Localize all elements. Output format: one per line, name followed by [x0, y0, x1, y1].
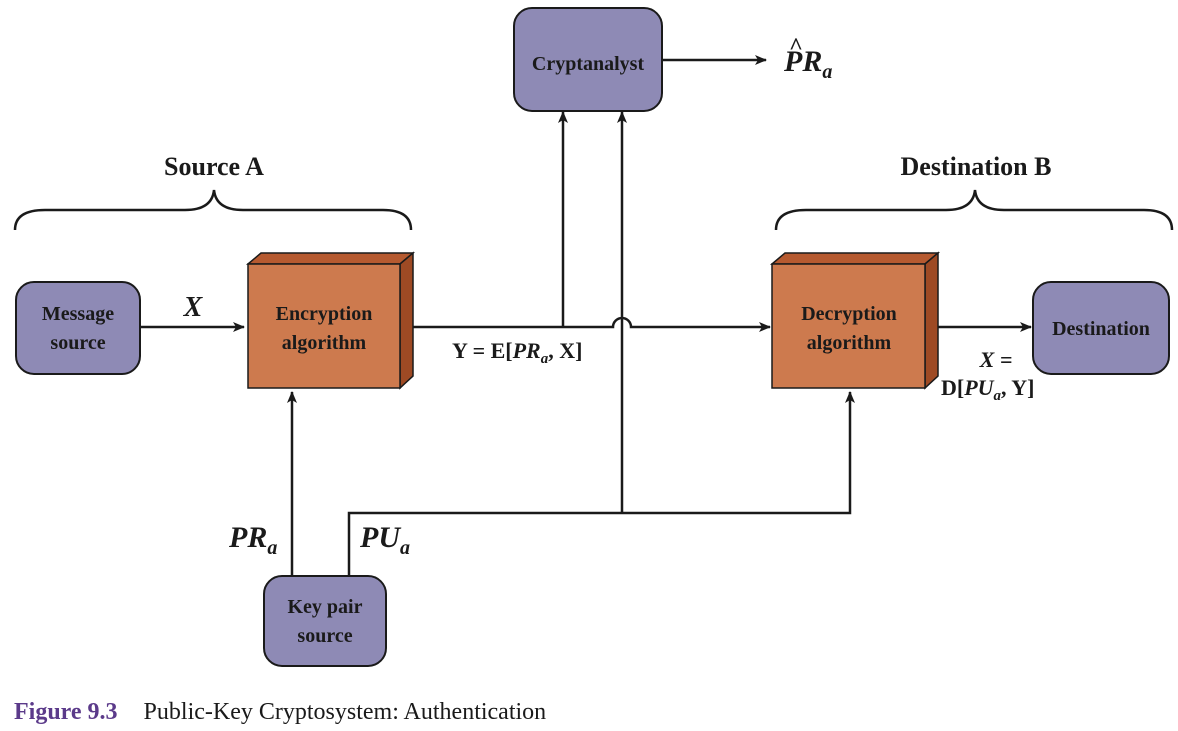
x-output-line2: D[PUa, Y] [941, 375, 1034, 404]
encryption-label-line2: algorithm [282, 332, 367, 354]
x-output-line1: X = [979, 347, 1013, 372]
figure-number: Figure 9.3 [14, 699, 118, 725]
arrow-pu-key [347, 391, 855, 576]
y-eq-sub: a [541, 351, 549, 367]
key-pair-label-line1: Key pair [288, 596, 363, 618]
pu-sub: a [400, 537, 410, 559]
estimated-key-label: PRa ^ [783, 34, 832, 83]
key-pair-source-box: Key pair source [263, 575, 387, 667]
y-eq-key: PR [512, 338, 541, 363]
arrow-ciphertext [413, 316, 771, 332]
pr-sub: a [267, 537, 277, 559]
destination-b-heading: Destination B [901, 152, 1052, 181]
estimate-sub: a [822, 61, 832, 83]
decryption-label-line1: Decryption [801, 303, 897, 325]
x-out-sub: a [994, 388, 1002, 404]
pr-key-label: PRa [228, 521, 277, 559]
y-eq-prefix: Y = E[ [452, 338, 513, 363]
decryption-label-line2: algorithm [807, 332, 892, 354]
encryption-algorithm-box: Encryption algorithm [245, 251, 416, 390]
estimate-hat: ^ [789, 34, 803, 60]
pr-key: PR [228, 521, 267, 554]
cryptanalyst-box: Cryptanalyst [513, 7, 663, 112]
pu-key: PU [359, 521, 401, 554]
encryption-label-line1: Encryption [276, 303, 373, 325]
destination-box: Destination [1032, 281, 1170, 375]
x-out-prefix: D[ [941, 375, 964, 400]
figure-caption-text: Public-Key Cryptosystem: Authentication [144, 699, 547, 725]
source-a-heading: Source A [164, 152, 264, 181]
destination-label: Destination [1052, 318, 1150, 340]
source-brace [13, 189, 413, 231]
message-source-label-line2: source [50, 332, 105, 354]
x-input-label: X [183, 292, 204, 323]
decryption-algorithm-box: Decryption algorithm [769, 251, 941, 390]
cryptanalyst-label: Cryptanalyst [532, 53, 645, 75]
figure-caption: Figure 9.3 Public-Key Cryptosystem: Authe… [14, 699, 546, 725]
pu-key-label: PUa [359, 521, 410, 559]
estimate-key: PR [783, 45, 822, 78]
estimate-key-text: PRa [783, 45, 832, 83]
y-eq-suffix: , X] [548, 338, 582, 363]
message-source-box: Message source [15, 281, 141, 375]
x-out-key: PU [963, 375, 994, 400]
message-source-label-line1: Message [42, 303, 114, 325]
x-out-suffix: , Y] [1001, 375, 1034, 400]
key-pair-label-line2: source [297, 625, 352, 647]
destination-brace [774, 189, 1174, 231]
ciphertext-equation: Y = E[PRa, X] [452, 338, 582, 367]
